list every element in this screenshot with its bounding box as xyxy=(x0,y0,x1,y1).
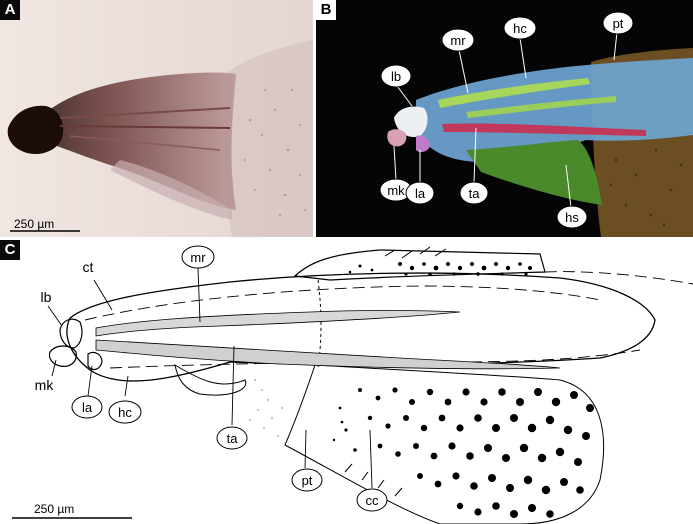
svg-text:mk: mk xyxy=(387,183,405,198)
hypostomal-region xyxy=(466,140,602,205)
svg-text:hc: hc xyxy=(513,21,527,36)
svg-text:ta: ta xyxy=(469,186,481,201)
label-c-la: la xyxy=(71,395,103,419)
mouthparts-shape xyxy=(7,105,64,155)
svg-text:hc: hc xyxy=(118,405,132,420)
panel-c-scale-label: 250 µm xyxy=(34,502,74,516)
panel-c-line-drawing: ct lb mr mk la hc ta xyxy=(0,240,693,524)
label-la: la xyxy=(405,181,435,205)
label-c-pt: pt xyxy=(291,468,323,492)
svg-text:la: la xyxy=(82,400,93,415)
panel-c: ct lb mr mk la hc ta xyxy=(0,240,693,524)
svg-text:pt: pt xyxy=(613,16,624,31)
panel-a: 250 µm A xyxy=(0,0,313,237)
svg-text:mr: mr xyxy=(190,250,206,265)
panel-c-labels: ct lb mr mk la hc ta xyxy=(35,245,388,512)
head-capsule-shape xyxy=(40,72,236,210)
head-capsule-region xyxy=(416,58,693,162)
head-capsule-outline xyxy=(66,272,656,382)
svg-text:lb: lb xyxy=(391,69,401,84)
label-hs: hs xyxy=(556,205,588,229)
prothorax-upper-outline xyxy=(293,249,546,281)
label-ct: ct xyxy=(83,259,94,275)
label-c-mr: mr xyxy=(181,245,215,269)
panel-b: lb mr hc pt mk xyxy=(316,0,693,237)
labium-outline xyxy=(87,351,103,371)
label-ta: ta xyxy=(459,181,489,205)
label-c-cc: cc xyxy=(356,488,388,512)
svg-text:mr: mr xyxy=(450,33,466,48)
svg-text:la: la xyxy=(415,186,426,201)
label-mr: mr xyxy=(441,28,475,52)
tentorial-arm-region xyxy=(442,123,646,136)
mandible-region xyxy=(387,129,407,147)
svg-text:cc: cc xyxy=(366,493,380,508)
panel-a-scale-label: 250 µm xyxy=(14,217,54,231)
panel-a-micrograph: 250 µm xyxy=(0,0,313,237)
label-lb: lb xyxy=(380,64,412,88)
panel-b-letter: B xyxy=(316,0,336,20)
panel-a-letter: A xyxy=(0,0,20,20)
mandibular-rod-shape xyxy=(95,310,461,337)
panel-b-labels: lb mr hc pt mk xyxy=(379,11,634,229)
label-c-ta: ta xyxy=(216,426,248,450)
svg-text:pt: pt xyxy=(302,473,313,488)
label-c-mk: mk xyxy=(35,377,55,393)
mandibular-rod-region xyxy=(438,78,590,108)
svg-text:hs: hs xyxy=(565,210,579,225)
labium-region xyxy=(416,135,430,153)
label-c-hc: hc xyxy=(108,400,142,424)
labrum-region xyxy=(394,106,428,138)
mandible-outline xyxy=(48,345,77,367)
panel-b-colored-micrograph: lb mr hc pt mk xyxy=(316,0,693,237)
svg-text:ta: ta xyxy=(227,431,239,446)
labrum-outline xyxy=(59,318,83,349)
tentorial-arm-shape xyxy=(95,339,561,370)
label-hc: hc xyxy=(503,16,537,40)
label-c-lb: lb xyxy=(41,289,52,305)
panel-c-letter: C xyxy=(0,240,20,260)
label-pt: pt xyxy=(602,11,634,35)
